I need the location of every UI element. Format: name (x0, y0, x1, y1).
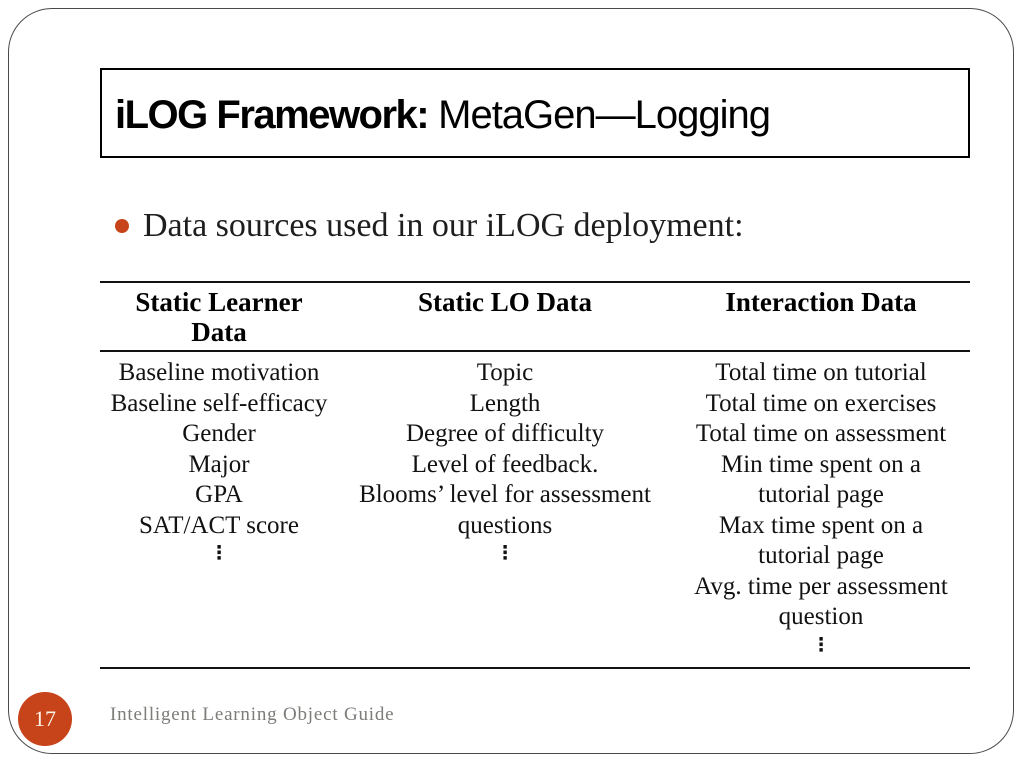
table-cell-item: Level of feedback. (411, 450, 599, 478)
table-cell-item: Blooms’ level for assessment questions (359, 481, 651, 539)
table-column-header: Static Learner Data (135, 287, 303, 347)
bullet-icon (115, 219, 129, 233)
page-number-badge: 17 (18, 692, 72, 746)
title-regular-segment: MetaGen—Logging (438, 93, 771, 137)
vertical-ellipsis: ⋮ (209, 542, 229, 564)
footer-text: Intelligent Learning Object Guide (110, 704, 395, 725)
table-cell-item: Avg. time per assessment question (694, 572, 948, 631)
bullet-text: Data sources used in our iLOG deployment… (143, 207, 744, 244)
table-cell-item: GPA (195, 481, 243, 508)
table-top-rule (100, 281, 970, 283)
table-cell-item: Major (188, 450, 250, 478)
table-header-row: Static Learner Data Static LO Data Interac… (100, 283, 970, 350)
table-cell-item: Min time spent on a tutorial page (721, 450, 921, 509)
table-column-header: Interaction Data (725, 287, 917, 317)
vertical-ellipsis: ⋮ (811, 633, 831, 656)
slide-border-frame (8, 8, 1014, 754)
table-cell-item: Length (469, 389, 541, 417)
page-number: 17 (34, 706, 56, 731)
table-cell-item: Total time on assessment (695, 420, 947, 447)
table-cell-item: Baseline motivation (118, 359, 320, 386)
table-column-header: Static LO Data (418, 287, 592, 317)
table-cell-item: Total time on exercises (705, 389, 937, 417)
table-cell-item: Baseline self-efficacy (110, 389, 328, 417)
bullet-line: Data sources used in our iLOG deployment… (115, 200, 744, 252)
vertical-ellipsis: ⋮ (495, 542, 515, 564)
table-cell-item: Gender (182, 420, 256, 447)
table-cell-item: Topic (476, 359, 534, 386)
title-bold-segment: iLOG Framework: (115, 93, 430, 137)
table-cell-item: Max time spent on a tutorial page (718, 511, 924, 570)
slide-title-box: iLOG Framework:MetaGen—Logging (100, 68, 970, 158)
table-bottom-rule (100, 666, 970, 669)
table-cell-item: Degree of difficulty (405, 420, 605, 447)
table-header-rule (100, 350, 970, 352)
slide-title: iLOG Framework:MetaGen—Logging (115, 93, 771, 138)
table-cell-item: SAT/ACT score (139, 511, 299, 539)
table-cell-item: Total time on tutorial (715, 359, 927, 386)
data-sources-table: Static Learner Data Static LO Data Interac… (100, 281, 970, 669)
